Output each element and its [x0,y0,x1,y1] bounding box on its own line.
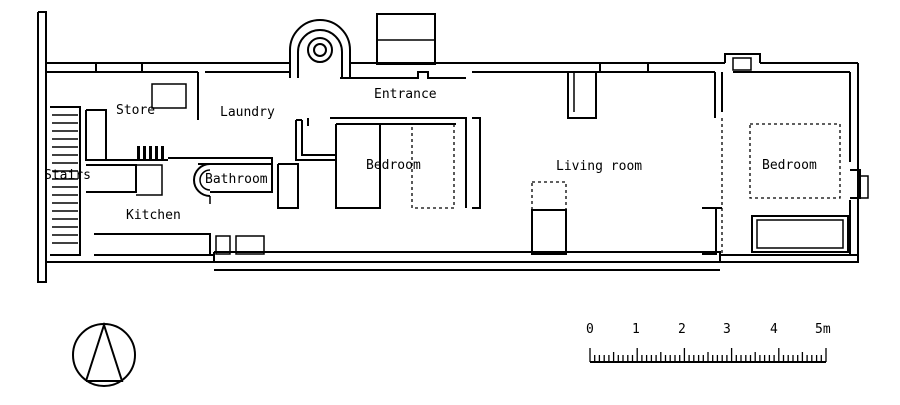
label-entrance: Entrance [374,87,437,102]
label-living-room: Living room [556,159,642,174]
scale-tick-4: 4 [770,322,778,337]
label-store: Store [116,103,155,118]
partition-wall [714,53,761,254]
scale-tick-2: 2 [678,322,686,337]
label-bathroom: Bathroom [205,172,268,187]
bathroom-fixtures [168,157,299,209]
laundry-partitions [295,118,336,161]
entrance-fixtures [289,13,436,78]
scale-bar: 0 1 2 3 4 5m [586,322,831,363]
scale-tick-3: 3 [723,322,731,337]
bedroom-2-fixtures [749,123,849,253]
room-labels: Store Laundry Entrance Stairs Bathroom B… [44,87,817,223]
label-stairs: Stairs [44,168,91,183]
stairs [50,106,81,256]
store-kitchen-fixtures [85,83,265,255]
bedroom-1-fixtures [330,117,481,209]
scale-tick-0: 0 [586,322,594,337]
label-bedroom-2: Bedroom [762,158,817,173]
living-room-fixtures [531,72,717,255]
label-kitchen: Kitchen [126,208,181,223]
label-laundry: Laundry [220,105,275,120]
left-wall [37,11,47,283]
label-bedroom-1: Bedroom [366,158,421,173]
scale-tick-1: 1 [632,322,640,337]
outer-walls [46,62,869,271]
north-arrow-icon [72,321,136,387]
scale-ticks [589,348,827,362]
scale-tick-5: 5m [815,322,831,337]
